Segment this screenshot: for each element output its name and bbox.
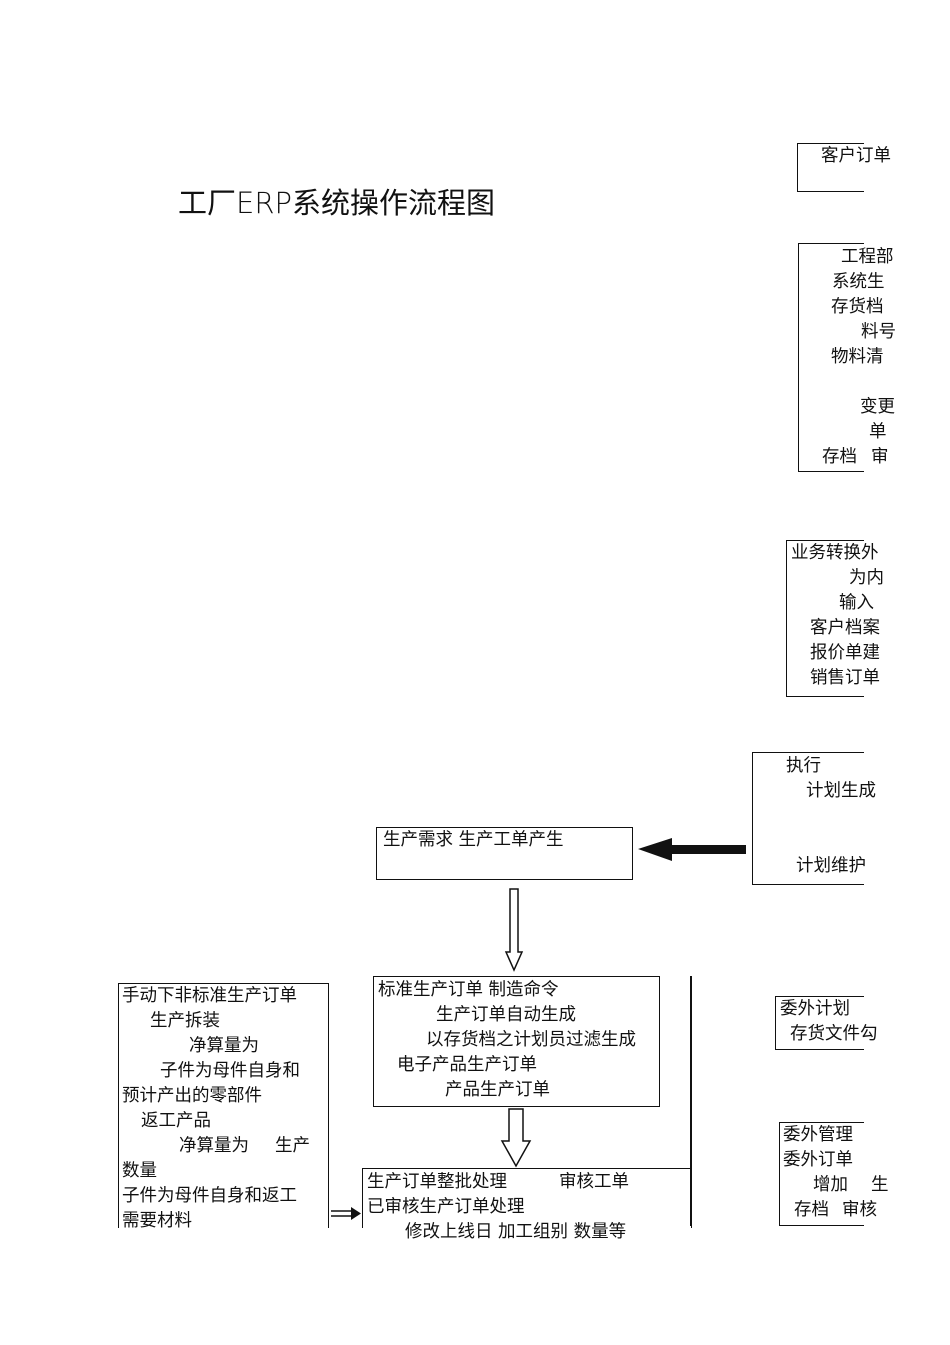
plan-exec-line-1: 执行 [786, 756, 821, 776]
manual-order-line-3: 净算量为 [189, 1036, 259, 1056]
right-vertical-line [690, 976, 692, 1226]
business-line-5: 报价单建 [810, 643, 880, 663]
business-line-4: 客户档案 [810, 618, 880, 638]
manual-order-line-7b: 生产 [275, 1136, 310, 1156]
manual-order-line-2: 生产拆装 [150, 1011, 220, 1031]
engineering-line-1: 工程部 [841, 247, 894, 267]
manual-order-line-1: 手动下非标准生产订单 [122, 986, 297, 1006]
standard-order-line-2: 生产订单自动生成 [436, 1005, 576, 1025]
standard-order-line-3: 以存货档之计划员过滤生成 [426, 1030, 636, 1050]
manual-order-line-7a: 净算量为 [179, 1136, 249, 1156]
plan-exec-line-3: 计划维护 [796, 856, 866, 876]
outsource-mgmt-line-4b: 审核 [842, 1200, 877, 1220]
customer-order-box [797, 143, 864, 192]
demand-text: 生产需求 生产工单产生 [383, 830, 564, 850]
manual-order-box [118, 983, 329, 1228]
outsource-mgmt-box [779, 1122, 864, 1226]
outsource-plan-line-1: 委外计划 [780, 999, 850, 1019]
manual-order-line-4: 子件为母件自身和 [160, 1061, 300, 1081]
business-box [786, 540, 864, 697]
business-line-2: 为内 [849, 568, 884, 588]
down-arrow-icon-2 [500, 1108, 532, 1168]
down-arrow-icon [504, 888, 524, 972]
right-arrow-icon [331, 1207, 361, 1220]
batch-box [362, 1168, 692, 1228]
outsource-mgmt-line-2: 委外订单 [783, 1150, 853, 1170]
outsource-mgmt-line-4a: 存档 [794, 1200, 829, 1220]
outsource-mgmt-line-3b: 生 [871, 1175, 889, 1195]
customer-order-text: 客户订单 [821, 146, 891, 166]
standard-order-box [373, 976, 660, 1107]
standard-order-line-1: 标准生产订单 制造命令 [378, 980, 559, 1000]
engineering-line-8b: 审 [871, 447, 889, 467]
engineering-line-5: 物料清 [831, 347, 884, 367]
plan-exec-line-2: 计划生成 [806, 781, 876, 801]
manual-order-line-9: 子件为母件自身和返工 [122, 1186, 297, 1206]
manual-order-line-8: 数量 [122, 1161, 157, 1181]
outsource-plan-line-2: 存货文件勾 [790, 1024, 878, 1044]
engineering-line-4: 料号 [861, 322, 896, 342]
outsource-mgmt-line-1: 委外管理 [783, 1125, 853, 1145]
outsource-plan-box [775, 996, 864, 1050]
engineering-line-8a: 存档 [822, 447, 857, 467]
batch-line-1b: 审核工单 [559, 1172, 629, 1192]
batch-line-3: 修改上线日 加工组别 数量等 [405, 1222, 627, 1242]
business-line-3: 输入 [839, 593, 874, 613]
engineering-line-6: 变更 [860, 397, 895, 417]
outsource-mgmt-line-3a: 增加 [813, 1175, 848, 1195]
engineering-box [798, 243, 864, 472]
standard-order-line-5: 产品生产订单 [445, 1080, 550, 1100]
batch-line-2: 已审核生产订单处理 [367, 1197, 525, 1217]
manual-order-line-5: 预计产出的零部件 [122, 1086, 262, 1106]
standard-order-line-4: 电子产品生产订单 [397, 1055, 537, 1075]
plan-exec-box [752, 752, 864, 885]
manual-order-line-10: 需要材料 [122, 1211, 192, 1231]
demand-box [376, 827, 633, 880]
engineering-line-3: 存货档 [831, 297, 884, 317]
manual-order-line-6: 返工产品 [141, 1111, 211, 1131]
business-line-6: 销售订单 [810, 668, 880, 688]
page-title: 工厂ERP系统操作流程图 [178, 186, 495, 220]
batch-line-1a: 生产订单整批处理 [367, 1172, 507, 1192]
engineering-line-2: 系统生 [832, 272, 885, 292]
engineering-line-7: 单 [869, 422, 887, 442]
business-line-1: 业务转换外 [791, 543, 879, 563]
left-arrow-icon [638, 838, 746, 861]
